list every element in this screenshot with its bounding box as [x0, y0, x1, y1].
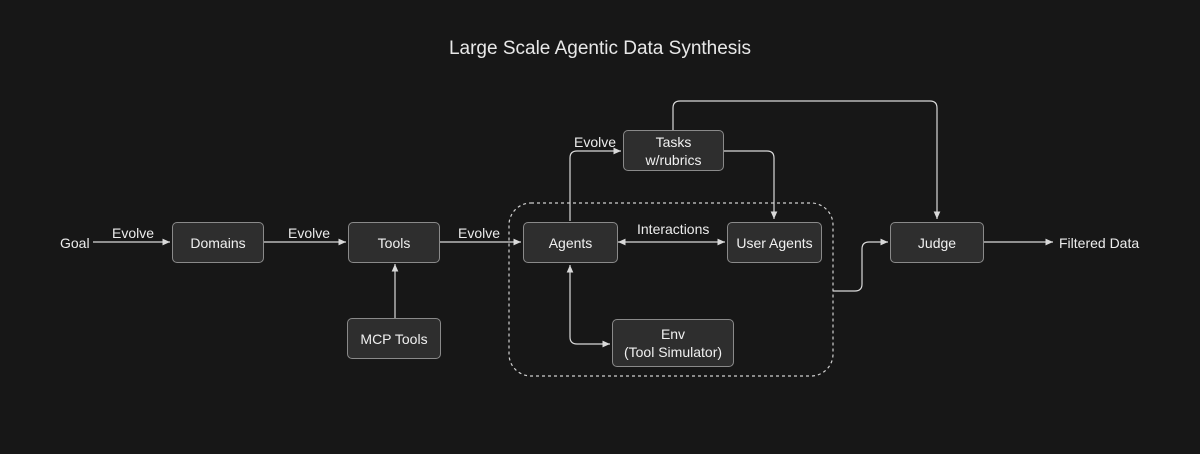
- edge-agents-to-tasks: [569, 147, 621, 221]
- evolve-agents-label: Evolve: [458, 225, 501, 241]
- domains-node: Domains: [172, 222, 264, 263]
- mcp-tools-node: MCP Tools: [347, 318, 441, 359]
- edge-tasks-to-user-agents: [724, 150, 778, 219]
- interactions-label: Interactions: [637, 221, 710, 237]
- env-node-label-line1: Env: [660, 326, 686, 342]
- agents-node-label: Agents: [548, 234, 593, 251]
- evolve-domains-label: Evolve: [112, 225, 155, 241]
- filtered-data-label: Filtered Data: [1059, 235, 1140, 251]
- tools-node: Tools: [348, 222, 440, 263]
- env-node-label-line2: (Tool Simulator): [623, 344, 723, 360]
- user-agents-node-label: User Agents: [736, 234, 813, 251]
- mcp-tools-node-label: MCP Tools: [360, 330, 428, 347]
- agent-loop-group-boundary: [508, 202, 834, 377]
- tasks-node-label-line2: w/rubrics: [645, 151, 702, 168]
- evolve-tasks-label: Evolve: [574, 134, 617, 150]
- tasks-node-label-line1: Tasks: [655, 133, 692, 150]
- edge-group-to-judge: [833, 238, 888, 292]
- evolve-tools-label: Evolve: [288, 225, 331, 241]
- domains-node-label: Domains: [190, 234, 246, 251]
- edge-tasks-to-judge: [672, 100, 941, 219]
- diagram-title: Large Scale Agentic Data Synthesis: [448, 38, 752, 59]
- goal-label: Goal: [60, 235, 90, 251]
- user-agents-node: User Agents: [727, 222, 822, 263]
- edge-agents-env: [566, 265, 610, 348]
- judge-node: Judge: [890, 222, 984, 263]
- judge-node-label: Judge: [917, 234, 957, 251]
- agents-node: Agents: [523, 222, 618, 263]
- tasks-node: Tasks w/rubrics: [623, 130, 724, 171]
- env-node: Env (Tool Simulator): [612, 319, 734, 367]
- tools-node-label: Tools: [377, 234, 411, 251]
